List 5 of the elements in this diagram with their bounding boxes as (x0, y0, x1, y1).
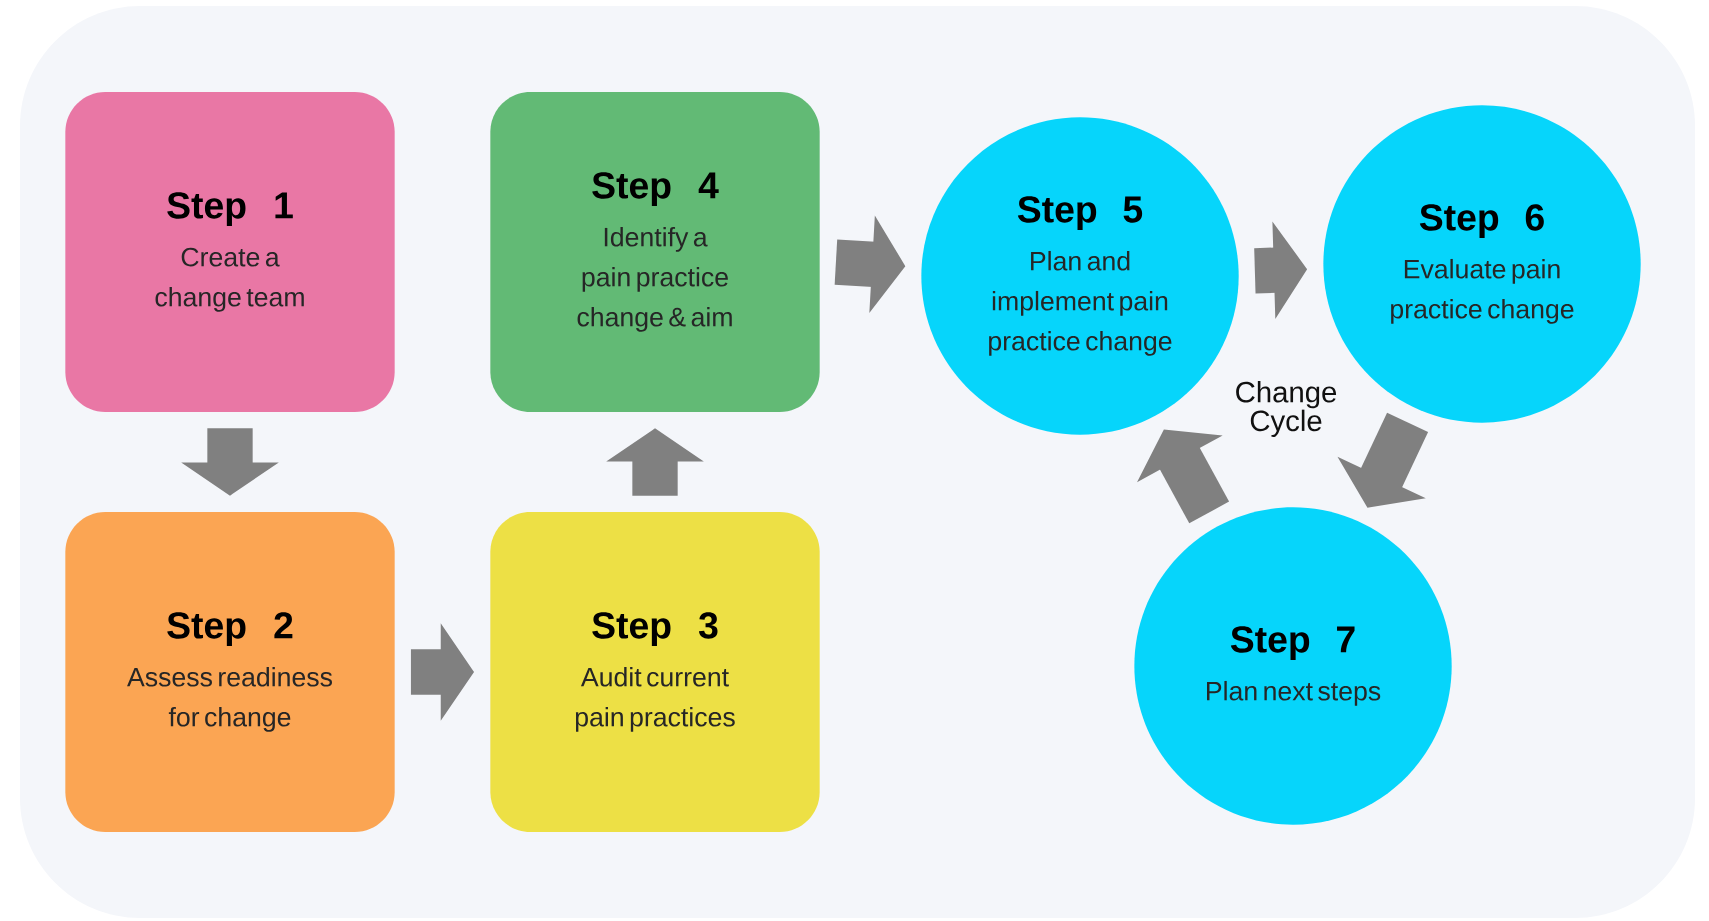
step-box: Step 4 Identify a pain practice change & aim (490, 92, 820, 412)
block-arrow (1137, 429, 1230, 524)
step-box: Step 2 Assess readiness for change (65, 512, 395, 832)
step-box: Step 1 Create a change team (65, 92, 395, 412)
step-box: Step 3 Audit current pain practices (490, 512, 820, 832)
